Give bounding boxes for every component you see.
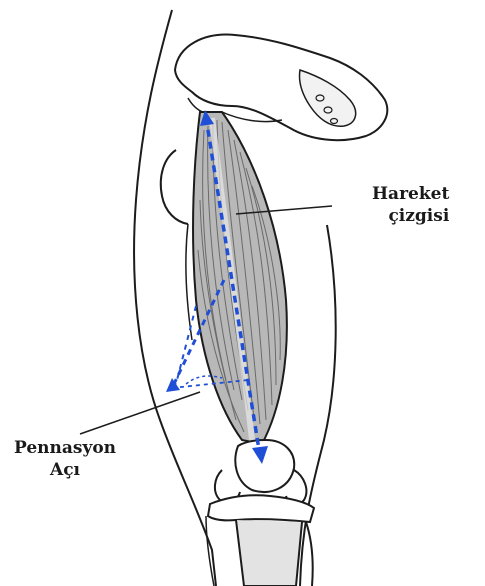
pennation-angle-label: Pennasyon Açı [14, 437, 116, 481]
fibula [306, 522, 313, 586]
pennation-angle-label-line2: Açı [14, 459, 116, 481]
leader-line-pennation-angle [80, 392, 200, 434]
line-of-action-label-line1: Hareket [372, 183, 449, 205]
lateral-thigh-contour [186, 224, 192, 340]
muscle-belly [193, 112, 287, 444]
tibia-shaft [236, 520, 302, 586]
knee-joint [206, 440, 314, 586]
greater-trochanter [161, 150, 188, 224]
arrowhead-icon [166, 378, 180, 392]
tibial-plateau [208, 495, 314, 522]
line-of-action-label: Hareket çizgisi [372, 183, 449, 227]
thigh-outline-right [300, 225, 336, 586]
line-of-action-label-line2: çizgisi [372, 205, 449, 227]
rectus-femoris-muscle [193, 112, 287, 444]
pennation-angle-label-line1: Pennasyon [14, 437, 116, 459]
